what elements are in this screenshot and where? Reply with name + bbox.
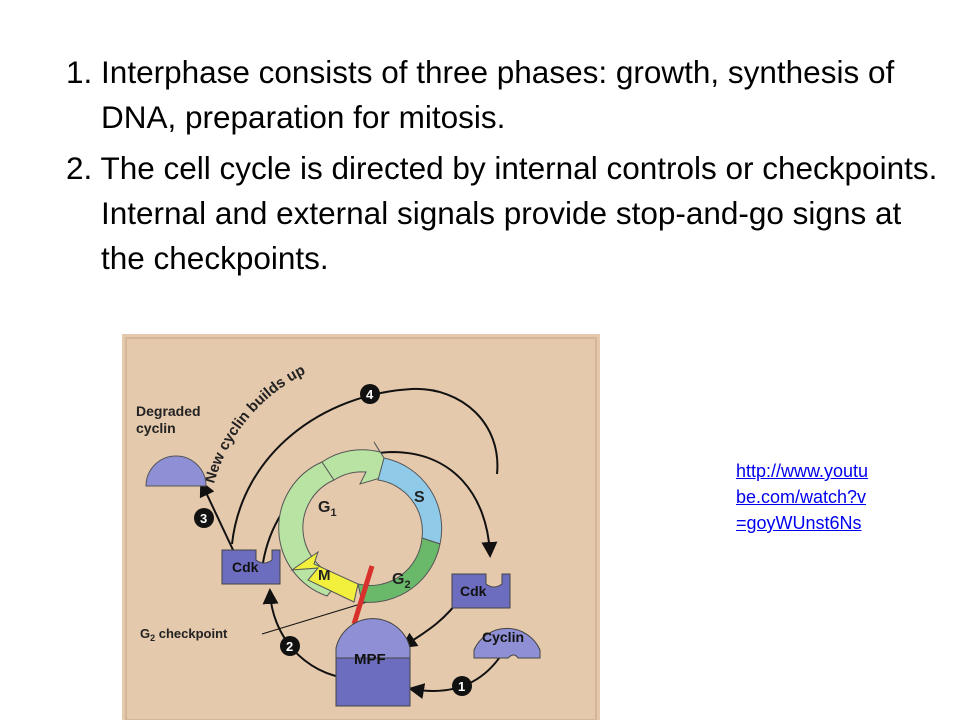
degraded-cyclin-shape (145, 455, 207, 487)
checkpoint-pointer-line (261, 601, 368, 635)
g2-checkpoint-bar (351, 565, 375, 625)
svg-text:4: 4 (366, 387, 374, 402)
g2-checkpoint-label: G2 checkpoint (140, 626, 228, 643)
svg-text:1: 1 (458, 679, 465, 694)
cyclin-label: Cyclin (482, 629, 524, 645)
mpf-label: MPF (354, 651, 386, 668)
cdk-right-label: Cdk (460, 583, 487, 599)
bullet-number: 2. (66, 150, 93, 186)
step-badge-4: 4 (360, 384, 380, 404)
phase-s-label: S (414, 489, 425, 506)
mpf-top-shape (335, 618, 411, 659)
mpf-bottom-shape (335, 657, 411, 707)
step-badge-2: 2 (280, 636, 300, 656)
bullet-item-1: 1. Interphase consists of three phases: … (66, 50, 946, 140)
phase-g1-arrowhead (321, 441, 395, 485)
cyclin-shape (473, 627, 541, 659)
step-badge-3: 3 (194, 508, 214, 528)
phase-m-arrow (290, 550, 359, 603)
bullet-text: Interphase consists of three phases: gro… (101, 54, 895, 135)
degrade-arrow (199, 480, 235, 553)
bullet-item-2: 2. The cell cycle is directed by interna… (66, 146, 946, 281)
svg-text:3: 3 (200, 511, 207, 526)
svg-text:2: 2 (286, 639, 293, 654)
phase-g1-label: G1 (318, 499, 337, 519)
phase-g2-band (357, 537, 441, 603)
slide-bullets: 1. Interphase consists of three phases: … (66, 50, 946, 287)
phase-ring (278, 441, 443, 625)
cdk-right-shape (451, 573, 511, 609)
youtube-link[interactable]: http://www.youtube.com/watch?v=goyWUnst6… (736, 461, 869, 533)
bullet-number: 1. (66, 54, 93, 90)
cdk-left-shape (221, 549, 281, 585)
new-cyclin-arrow (231, 387, 499, 545)
phase-g2-label: G2 (392, 571, 411, 591)
bullet-text: The cell cycle is directed by internal c… (100, 150, 938, 276)
step-badge-1: 1 (452, 676, 472, 696)
phase-m-label: M (318, 567, 331, 584)
cdk-left-label: Cdk (232, 559, 259, 575)
